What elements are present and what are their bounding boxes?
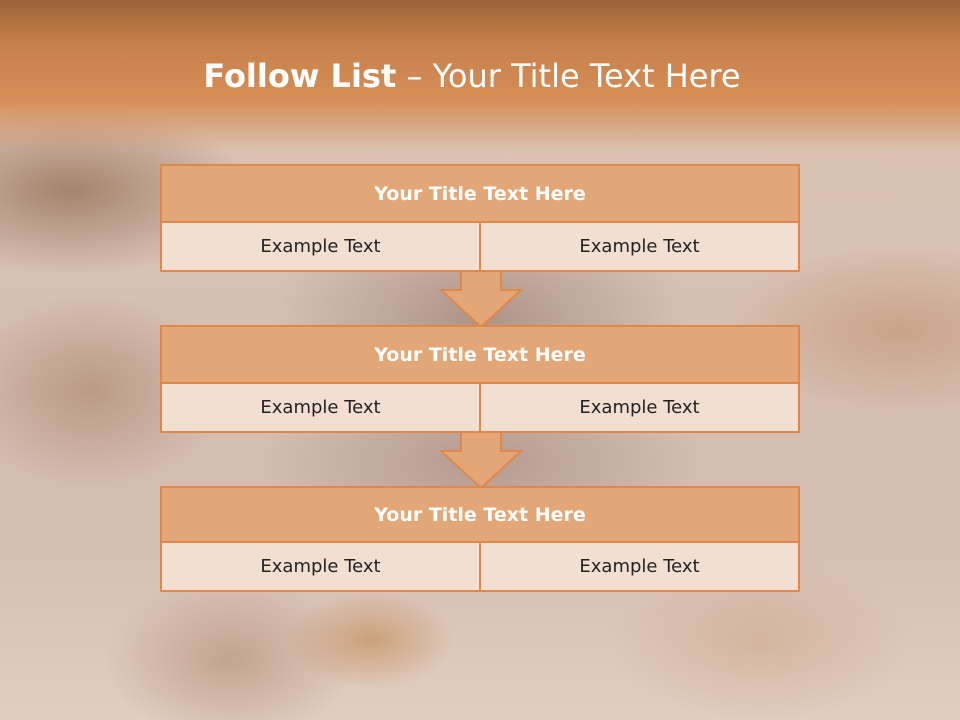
- slide-title: Follow List – Your Title Text Here: [0, 52, 944, 100]
- block-3: Your Title Text Here Example Text Exampl…: [160, 486, 800, 592]
- slide-title-rest: – Your Title Text Here: [396, 57, 741, 95]
- block-cell-right: Example Text: [479, 543, 798, 590]
- block-row: Example Text Example Text: [162, 543, 798, 590]
- down-arrow-icon: [439, 270, 523, 328]
- block-cell-right: Example Text: [479, 223, 798, 270]
- block-cell-left: Example Text: [260, 236, 381, 257]
- block-row: Example Text Example Text: [162, 384, 798, 431]
- header-band: [0, 0, 960, 150]
- block-title: Your Title Text Here: [162, 327, 798, 384]
- block-row: Example Text Example Text: [162, 223, 798, 270]
- down-arrow-icon: [439, 431, 523, 489]
- block-cell-right: Example Text: [479, 384, 798, 431]
- block-title: Your Title Text Here: [162, 166, 798, 223]
- block-title: Your Title Text Here: [162, 488, 798, 543]
- slide-title-bold: Follow List: [203, 57, 397, 95]
- block-2: Your Title Text Here Example Text Exampl…: [160, 325, 800, 433]
- block-cell-left: Example Text: [260, 556, 381, 577]
- block-cell-left: Example Text: [260, 397, 381, 418]
- block-1: Your Title Text Here Example Text Exampl…: [160, 164, 800, 272]
